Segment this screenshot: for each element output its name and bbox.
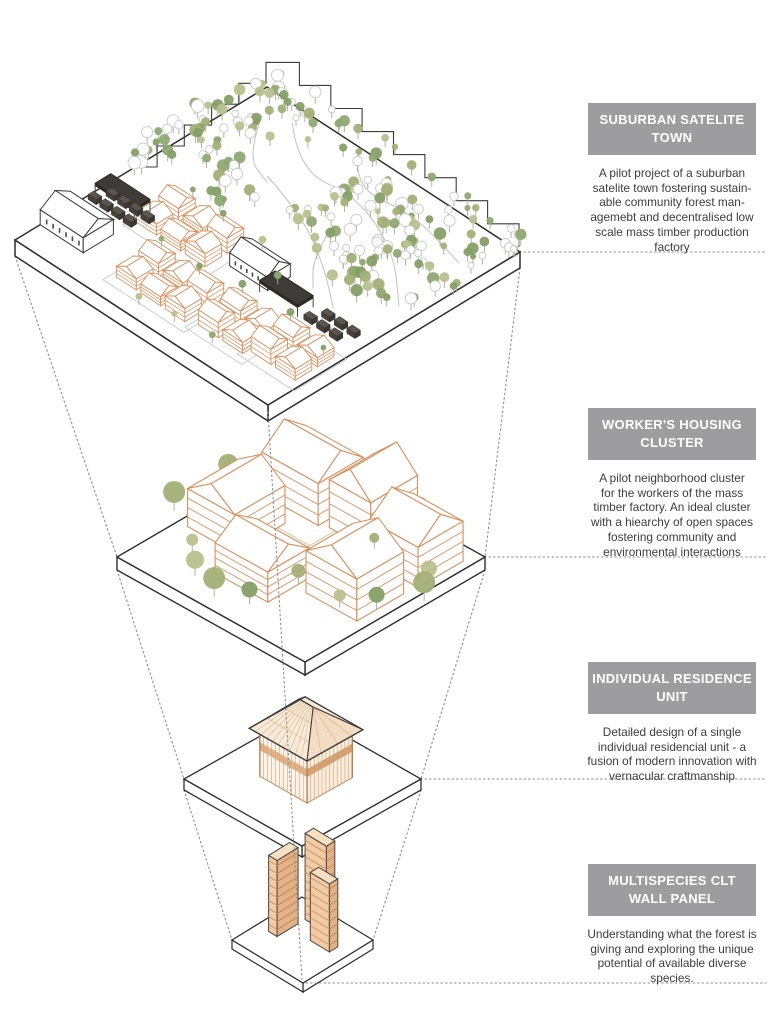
suburban-satellite-town-illustration [13,61,527,423]
section-individual-residence-unit: INDIVIDUAL RESIDENCE UNIT Detailed desig… [576,662,768,784]
workers-housing-cluster-illustration [115,418,487,677]
section-title-box: WORKER'S HOUSING CLUSTER [588,408,756,460]
section-description: Detailed design of a single individual r… [587,725,757,784]
section-title: INDIVIDUAL RESIDENCE UNIT [592,671,752,704]
individual-residence-unit-illustration [182,695,423,859]
section-title: MULTISPECIES CLT WALL PANEL [608,873,736,906]
section-title: SUBURBAN SATELITE TOWN [599,112,745,145]
section-suburban-satellite-town: SUBURBAN SATELITE TOWN A pilot project o… [576,103,768,254]
section-workers-housing-cluster: WORKER'S HOUSING CLUSTER A pilot neighbo… [576,408,768,559]
section-title-box: SUBURBAN SATELITE TOWN [588,103,756,155]
section-title-box: MULTISPECIES CLT WALL PANEL [588,864,756,916]
section-description: Understanding what the forest is giving … [587,927,757,986]
section-title-box: INDIVIDUAL RESIDENCE UNIT [588,662,756,714]
section-description: A pilot project of a suburban satelite t… [590,166,754,254]
section-title: WORKER'S HOUSING CLUSTER [601,417,743,450]
funnel-dotted-lines [14,255,521,941]
multispecies-clt-wall-panel-illustration [230,827,375,994]
section-multispecies-clt-wall-panel: MULTISPECIES CLT WALL PANEL Understandin… [576,864,768,986]
leader-dotted-lines [267,251,767,984]
section-description: A pilot neighborhood cluster for the wor… [591,471,753,559]
